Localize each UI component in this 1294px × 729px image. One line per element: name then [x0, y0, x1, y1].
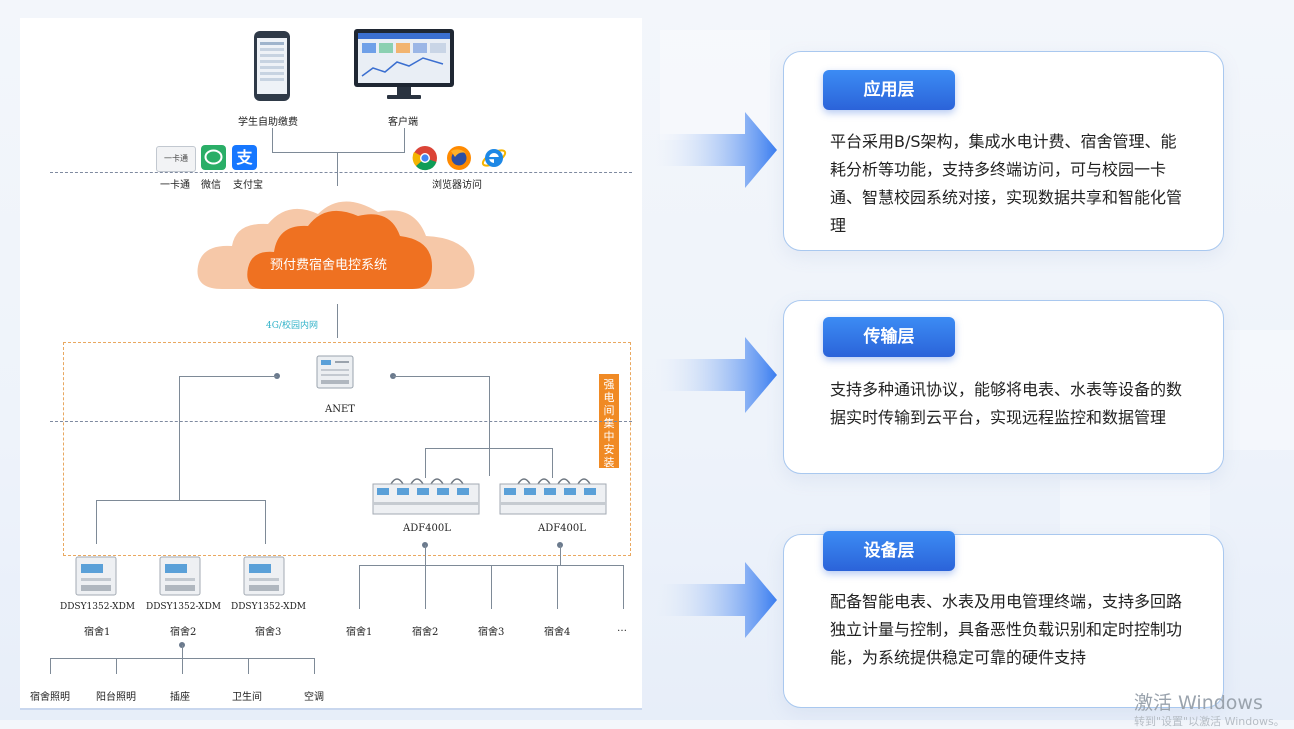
room-label: 宿舍1: [84, 627, 111, 638]
wechat-label: 微信: [201, 180, 221, 191]
circuit-label: 插座: [170, 692, 190, 703]
circuit-label: 阳台照明: [96, 692, 136, 703]
campus-card-label: 一卡通: [160, 180, 190, 191]
cloud-label: 预付费宿舍电控系统: [270, 258, 388, 273]
application-layer-text: 平台采用B/S架构，集成水电计费、宿舍管理、能耗分析等功能，支持多终端访问，可与…: [830, 132, 1183, 235]
alipay-icon: 支: [232, 145, 257, 170]
windows-activation-watermark: 激活 Windows: [1134, 692, 1263, 714]
install-area: [63, 342, 631, 556]
adf400l-meter-icon: [499, 478, 607, 515]
arrow-right-icon: [655, 337, 777, 413]
anet-gateway-icon: [316, 355, 354, 389]
transport-layer-text: 支持多种通讯协议，能够将电表、水表等设备的数据实时传输到云平台，实现远程监控和数…: [830, 380, 1183, 427]
adf400l-label: ADF400L: [403, 523, 451, 534]
arrow-right-icon: [655, 112, 777, 188]
windows-activation-hint: 转到"设置"以激活 Windows。: [1134, 715, 1285, 728]
room-label: 宿舍2: [170, 627, 197, 638]
anet-label: ANET: [325, 404, 355, 415]
transport-layer-title: 传输层: [823, 317, 955, 357]
browser-label: 浏览器访问: [432, 180, 482, 191]
device-layer-title: 设备层: [823, 531, 955, 571]
circuit-label: 空调: [304, 692, 324, 703]
chrome-icon: [412, 146, 437, 171]
circuit-label: 卫生间: [232, 692, 262, 703]
room-label-more: …: [617, 623, 627, 634]
alipay-label: 支付宝: [233, 180, 263, 191]
cloud-icon: [197, 201, 475, 290]
arrow-right-icon: [655, 562, 777, 638]
monitor-icon: [354, 29, 454, 99]
ddsy-label: DDSY1352-XDM: [231, 602, 307, 612]
room-label: 宿舍2: [412, 627, 439, 638]
phone-icon: [254, 31, 290, 101]
ddsy-meter-icon: [159, 556, 201, 596]
adf400l-label: ADF400L: [538, 523, 586, 534]
campus-card-icon: 一卡通: [156, 146, 196, 172]
ie-icon: [481, 149, 507, 167]
room-label: 宿舍4: [544, 627, 571, 638]
application-layer-title: 应用层: [823, 70, 955, 110]
ddsy-label: DDSY1352-XDM: [60, 602, 136, 612]
room-label: 宿舍1: [346, 627, 373, 638]
ddsy-meter-icon: [75, 556, 117, 596]
ddsy-meter-icon: [243, 556, 285, 596]
device-layer-text: 配备智能电表、水表及用电管理终端，支持多回路独立计量与控制，具备恶性负载识别和定…: [830, 592, 1183, 667]
network-label: 4G/校园内网: [266, 321, 318, 331]
ddsy-label: DDSY1352-XDM: [146, 602, 222, 612]
client-label: 客户端: [388, 117, 418, 128]
firefox-icon: [447, 146, 471, 170]
room-label: 宿舍3: [255, 627, 282, 638]
adf400l-meter-icon: [372, 478, 480, 515]
architecture-diagram: 学生自助缴费 客户端 一卡通 支 一卡通 微信 支付宝: [20, 18, 642, 710]
circuit-label: 宿舍照明: [30, 692, 70, 703]
phone-label: 学生自助缴费: [238, 117, 298, 128]
room-label: 宿舍3: [478, 627, 505, 638]
bg-square: [1225, 330, 1294, 450]
wechat-icon: [201, 145, 226, 170]
